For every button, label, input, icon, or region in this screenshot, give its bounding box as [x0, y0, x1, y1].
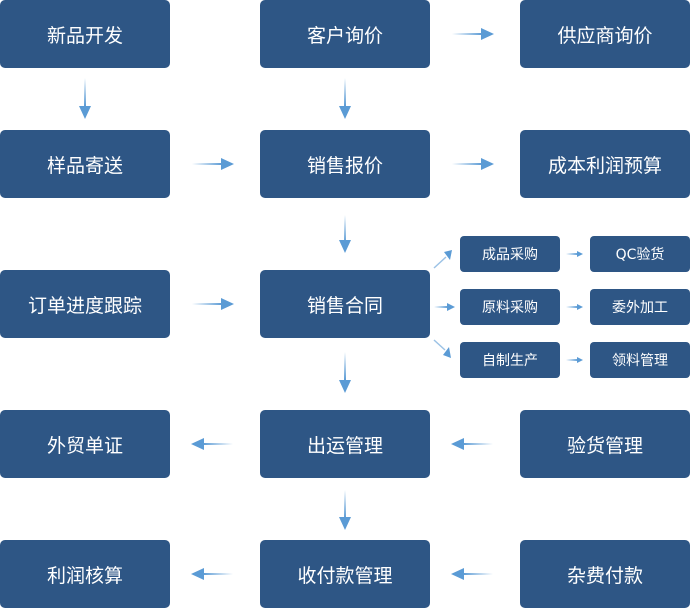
node-shipping-management: 出运管理: [260, 410, 430, 478]
arrow-inspection-to-shipping: [451, 438, 493, 450]
arrow-misc-to-payment: [451, 568, 493, 580]
node-customer-inquiry: 客户询价: [260, 0, 430, 68]
node-sales-contract: 销售合同: [260, 270, 430, 338]
arrow-tracking-to-contract: [192, 298, 234, 310]
node-self-production: 自制生产: [460, 342, 560, 378]
arrow-inquiry-to-quote: [339, 78, 351, 119]
node-outsourcing: 委外加工: [590, 289, 690, 325]
node-sample-delivery: 样品寄送: [0, 130, 170, 198]
node-raw-purchase: 原料采购: [460, 289, 560, 325]
arrow-inquiry-to-supplier: [452, 28, 494, 40]
arrow-sample-to-quote: [192, 158, 234, 170]
node-inspection-management: 验货管理: [520, 410, 690, 478]
node-payment-management: 收付款管理: [260, 540, 430, 608]
node-new-product: 新品开发: [0, 0, 170, 68]
node-cost-profit-budget: 成本利润预算: [520, 130, 690, 198]
node-profit-accounting: 利润核算: [0, 540, 170, 608]
arrow-finished-to-qc: [566, 251, 583, 257]
arrow-quote-to-budget: [452, 158, 494, 170]
arrow-shipping-to-payment: [339, 490, 351, 530]
node-misc-payment: 杂费付款: [520, 540, 690, 608]
arrow-self-to-material: [566, 357, 583, 363]
arrow-contract-to-raw-purchase: [434, 303, 455, 311]
arrow-payment-to-profit: [191, 568, 233, 580]
node-order-tracking: 订单进度跟踪: [0, 270, 170, 338]
arrow-raw-to-outsourcing: [566, 304, 583, 310]
arrow-contract-to-finished-purchase: [433, 250, 452, 269]
arrow-shipping-to-docs: [191, 438, 233, 450]
node-sales-quote: 销售报价: [260, 130, 430, 198]
node-foreign-trade-docs: 外贸单证: [0, 410, 170, 478]
node-finished-purchase: 成品采购: [460, 236, 560, 272]
arrow-contract-to-self-production: [433, 339, 451, 358]
arrow-new-product-to-sample: [79, 78, 91, 119]
arrow-quote-to-contract: [339, 215, 351, 253]
arrow-contract-to-shipping: [339, 352, 351, 393]
node-material-management: 领料管理: [590, 342, 690, 378]
node-qc-inspection: QC验货: [590, 236, 690, 272]
node-supplier-inquiry: 供应商询价: [520, 0, 690, 68]
